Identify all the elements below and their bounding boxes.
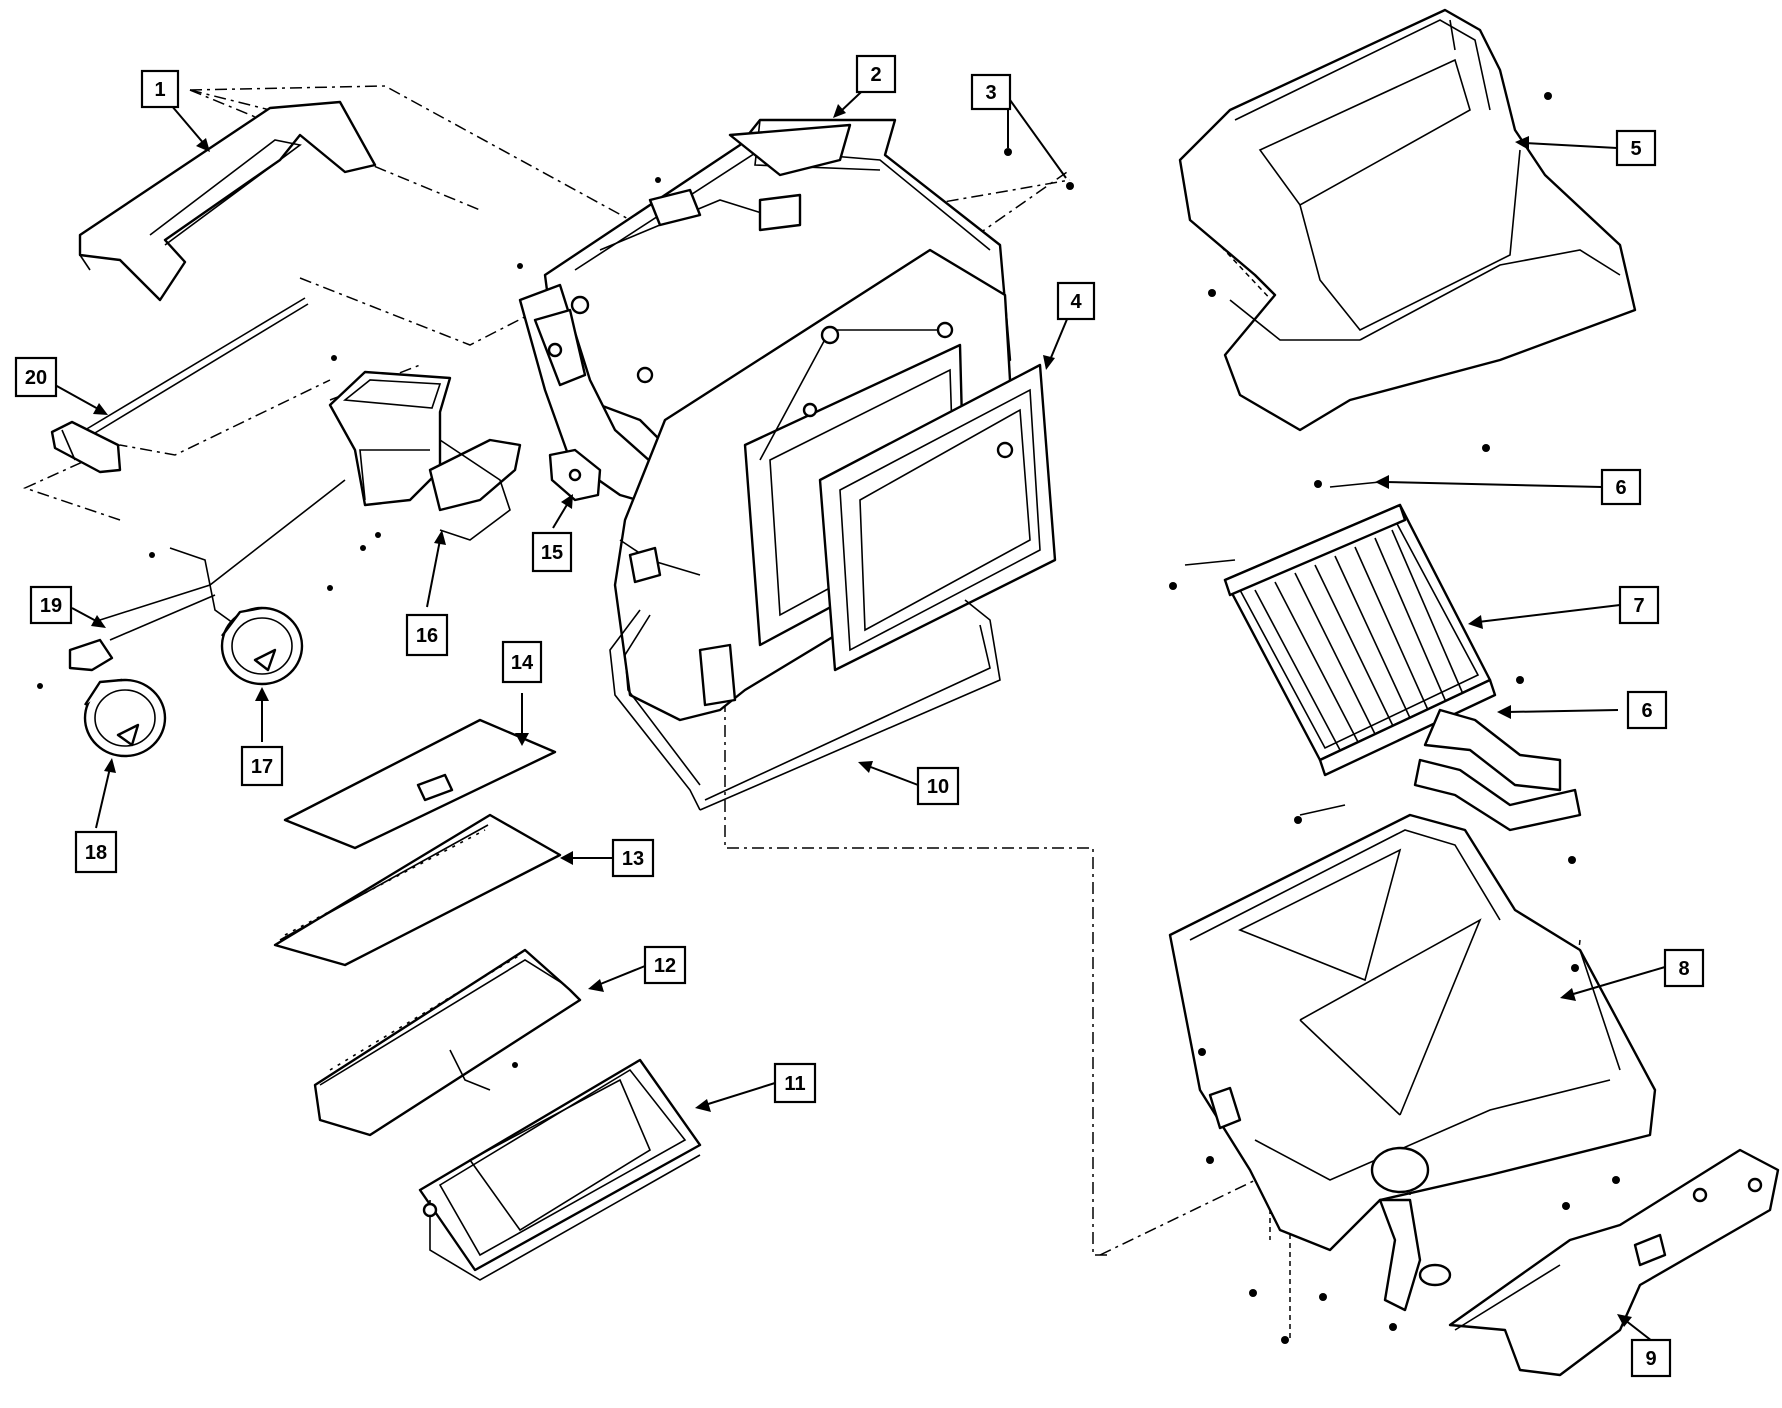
- part-5-upper-case: [1178, 8, 1637, 452]
- callout-7-label: 7: [1633, 595, 1644, 617]
- callout-6-lower: 6: [1626, 690, 1668, 730]
- callout-7: 7: [1618, 585, 1660, 625]
- callout-3-label: 3: [985, 82, 996, 104]
- callout-11-label: 11: [784, 1073, 805, 1095]
- callout-14-label: 14: [511, 652, 534, 674]
- callout-20: 20: [14, 356, 58, 398]
- callout-17-label: 17: [251, 756, 273, 778]
- callout-9-label: 9: [1645, 1348, 1656, 1370]
- callout-15: 15: [531, 531, 573, 573]
- callout-18-label: 18: [85, 842, 107, 864]
- callout-5-label: 5: [1630, 138, 1641, 160]
- callout-12-label: 12: [654, 955, 676, 977]
- callout-6-upper-label: 6: [1615, 477, 1626, 499]
- callout-13: 13: [611, 838, 655, 878]
- part-13-seal: [273, 813, 562, 967]
- callout-19-label: 19: [40, 595, 62, 617]
- part-11-door-assembly: [418, 1058, 702, 1281]
- callout-10: 10: [916, 766, 960, 806]
- callout-2: 2: [855, 54, 897, 94]
- callout-5: 5: [1615, 129, 1657, 167]
- callout-10-label: 10: [927, 776, 949, 798]
- part-4-evaporator-case: [613, 248, 1057, 722]
- callout-6-upper: 6: [1600, 468, 1642, 506]
- part-1-top-cover: [78, 100, 377, 302]
- part-10-drain-tube: [609, 599, 1001, 811]
- callout-4: 4: [1056, 281, 1096, 321]
- callout-1-label: 1: [154, 79, 165, 101]
- part-17-actuator: [220, 606, 304, 686]
- callout-19: 19: [29, 585, 73, 625]
- callout-17: 17: [240, 745, 284, 787]
- part-15-gasket: [548, 448, 602, 502]
- callout-13-label: 13: [622, 848, 644, 870]
- callout-3: 3: [970, 73, 1012, 111]
- callout-14: 14: [501, 640, 543, 684]
- callout-6-lower-label: 6: [1641, 700, 1652, 722]
- part-3-screws: [327, 148, 1074, 591]
- callout-4-label: 4: [1070, 291, 1082, 313]
- part-7-heater-core: [1223, 503, 1582, 832]
- callout-16-label: 16: [416, 625, 438, 647]
- part-18-actuator: [83, 678, 167, 758]
- callout-15-label: 15: [541, 542, 563, 564]
- part-8-lower-case: [1168, 813, 1657, 1344]
- callout-11: 11: [773, 1062, 817, 1104]
- part-6-tubes: [1169, 480, 1524, 824]
- callout-2-label: 2: [870, 64, 881, 86]
- callout-8-label: 8: [1678, 958, 1689, 980]
- part-12-door: [313, 948, 582, 1137]
- callout-1: 1: [140, 69, 180, 109]
- heater-core-fins: [1254, 529, 1464, 751]
- part-14-filter-plate: [283, 718, 557, 850]
- callout-12: 12: [643, 945, 687, 985]
- callout-16: 16: [405, 613, 449, 657]
- callout-18: 18: [74, 830, 118, 874]
- part-16-inlet-duct: [328, 370, 522, 551]
- part-9-bracket: [1448, 1148, 1780, 1377]
- part-2-duct-housing-front: [518, 283, 662, 507]
- callout-9: 9: [1630, 1338, 1672, 1378]
- part-19-linkage: [37, 479, 346, 689]
- part-20-linkage-rod: [50, 297, 309, 474]
- callout-8: 8: [1663, 948, 1705, 988]
- callout-20-label: 20: [25, 367, 47, 389]
